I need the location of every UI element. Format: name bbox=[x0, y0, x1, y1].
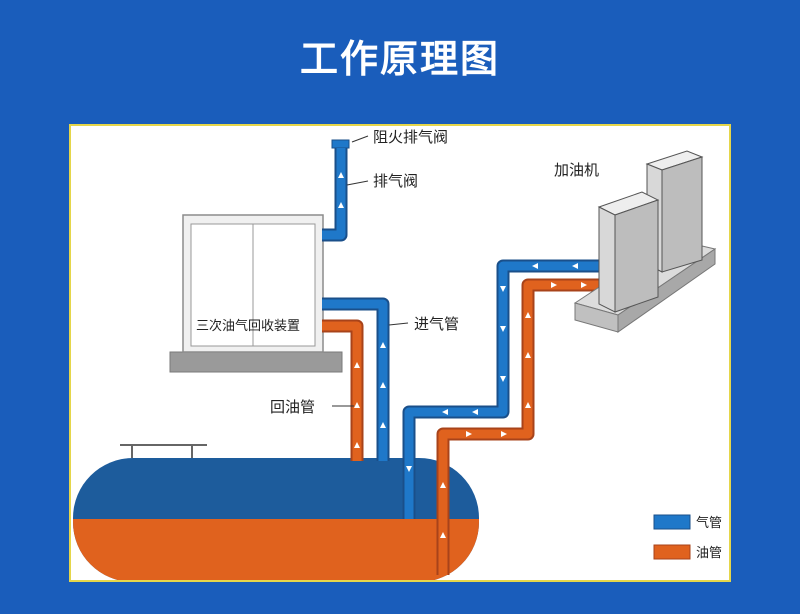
flow-arrows bbox=[338, 172, 587, 538]
fuel-dispensers bbox=[573, 150, 717, 333]
legend-label-oil: 油管 bbox=[696, 546, 722, 561]
leader-lines bbox=[332, 135, 409, 407]
label-vapor-inlet: 进气管 bbox=[414, 315, 459, 333]
recovery-unit bbox=[169, 214, 343, 373]
tank-fuel-space bbox=[73, 519, 479, 580]
storage-tank bbox=[73, 458, 479, 580]
label-dispenser: 加油机 bbox=[554, 161, 599, 179]
diagram-panel: 阻火排气阀 排气阀 三次油气回收装置 进气管 回油管 加油机 气管 油管 bbox=[69, 124, 731, 582]
tank-rail bbox=[120, 444, 207, 458]
legend-swatch-gas bbox=[653, 514, 691, 530]
page-title: 工作原理图 bbox=[299, 36, 500, 81]
label-return-pipe: 回油管 bbox=[270, 398, 315, 416]
legend: 气管 油管 bbox=[653, 514, 722, 561]
working-principle-diagram: 阻火排气阀 排气阀 三次油气回收装置 进气管 回油管 加油机 气管 油管 bbox=[73, 128, 722, 580]
label-flame-arrester: 阻火排气阀 bbox=[373, 128, 448, 146]
legend-label-gas: 气管 bbox=[696, 515, 722, 531]
recovery-unit-base bbox=[169, 351, 343, 373]
flame-arrester-valve bbox=[331, 139, 350, 149]
label-vent-valve: 排气阀 bbox=[373, 172, 418, 190]
label-recovery-unit: 三次油气回收装置 bbox=[196, 318, 300, 334]
legend-swatch-oil bbox=[653, 544, 691, 560]
